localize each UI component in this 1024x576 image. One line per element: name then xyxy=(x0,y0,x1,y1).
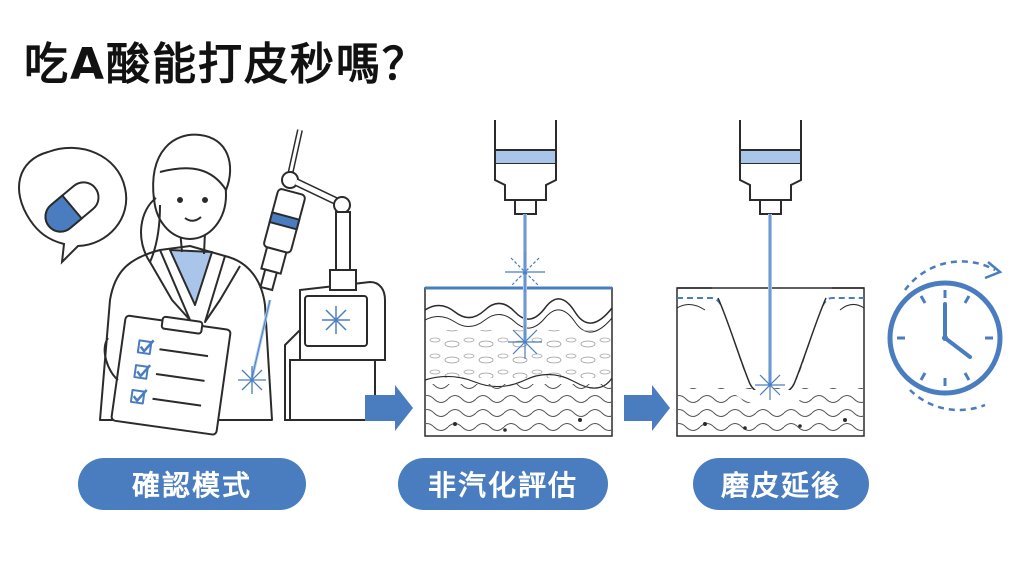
step-label-delay-resurface: 磨皮延後 xyxy=(693,458,869,510)
laser-machine xyxy=(259,129,386,421)
checklist-icon xyxy=(110,314,232,436)
clock-icon xyxy=(887,260,1003,412)
step-label-nonvapor-assess: 非汽化評估 xyxy=(398,458,608,510)
step-label-confirm-mode: 確認模式 xyxy=(78,458,306,510)
screen-burst xyxy=(322,306,350,334)
page-title: 吃A酸能打皮秒嗎？ xyxy=(24,39,429,90)
arrow-right-icon xyxy=(365,385,413,431)
handpiece-3 xyxy=(739,120,802,215)
laser-spark-3 xyxy=(755,370,785,400)
capsule-pill-icon xyxy=(18,147,128,265)
arrow-right-icon xyxy=(624,385,670,431)
doctor-figure xyxy=(99,133,273,436)
laser-spark-1 xyxy=(238,366,266,394)
laser-spark-2 xyxy=(505,252,545,359)
skin-panel-nonvapor xyxy=(424,286,613,437)
handpiece-2 xyxy=(494,120,557,215)
